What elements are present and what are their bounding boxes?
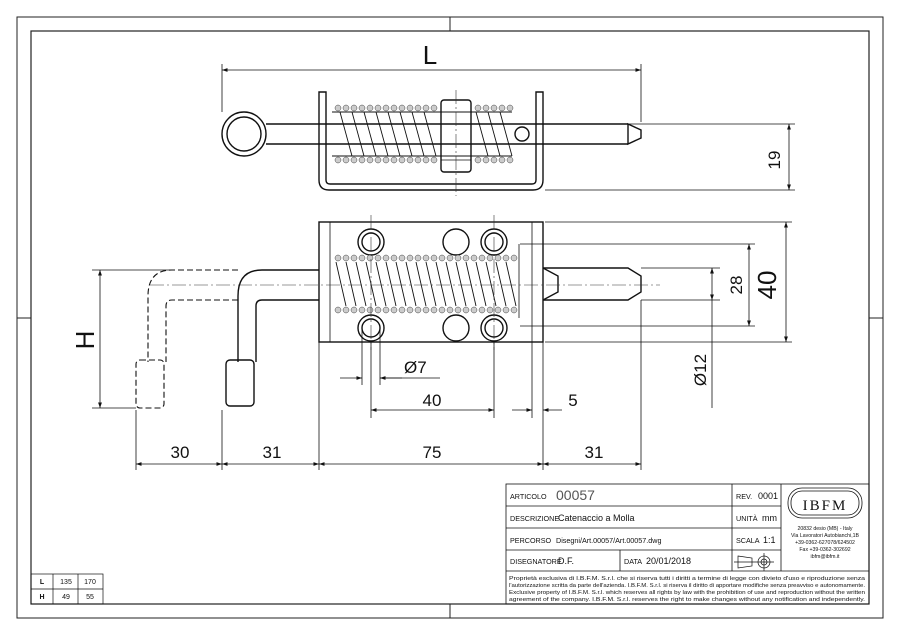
spring-front	[335, 261, 517, 307]
unita-value: mm	[762, 513, 777, 523]
spring-front-coils	[334, 254, 518, 314]
top-view	[221, 91, 642, 191]
dim-40v-label: 40	[752, 271, 782, 300]
articolo-label: ARTICOLO	[510, 492, 547, 501]
dim-L-label: L	[423, 40, 437, 70]
company-logo-text: IBFM	[803, 498, 848, 514]
size-row-H-name: H	[39, 594, 44, 601]
size-row-H-v1: 49	[62, 594, 70, 601]
center-lines	[150, 90, 660, 350]
dim-31a-label: 31	[263, 443, 282, 462]
company-line-5: ibfm@ibfm.it	[811, 554, 840, 560]
spring-top	[332, 111, 513, 157]
disegnatore-value: D.F.	[558, 556, 574, 566]
disegnatore-label: DISEGNATORE	[510, 557, 562, 566]
data-value: 20/01/2018	[646, 556, 691, 566]
dimension-H	[92, 269, 172, 409]
company-line-4: Fax +39-0362-302692	[799, 547, 850, 553]
company-line-1: 20832 desio (MB) - Italy	[797, 526, 852, 532]
scala-label: SCALA	[736, 536, 760, 545]
dim-H-label: H	[70, 331, 100, 350]
rev-value: 0001	[758, 491, 778, 501]
size-table	[30, 573, 104, 605]
articolo-value: 00057	[556, 487, 595, 503]
percorso-value: Disegni/Art.00057/Art.00057.dwg	[556, 536, 661, 545]
scala-value: 1:1	[763, 535, 776, 545]
data-label: DATA	[624, 557, 642, 566]
descrizione-value: Catenaccio a Molla	[558, 513, 635, 523]
percorso-label: PERCORSO	[510, 536, 552, 545]
notice-line-4: agreement of the company. I.B.F.M. S.r.l…	[509, 597, 865, 603]
dimension-19	[545, 123, 795, 191]
unita-label: UNITÀ	[736, 514, 758, 523]
dim-7-label: Ø7	[404, 358, 427, 377]
dimension-right	[520, 221, 792, 408]
size-row-L-v1: 135	[60, 579, 72, 586]
size-row-L-name: L	[40, 579, 45, 586]
dim-75-label: 75	[423, 443, 442, 462]
dim-5-label: 5	[568, 391, 577, 410]
dim-40h-label: 40	[423, 391, 442, 410]
title-block	[505, 483, 870, 605]
notice-line-2: l'autorizzazione scritta da parte dell'a…	[509, 583, 865, 589]
company-line-2: Via Lavoratori Autobianchi,1B	[791, 533, 860, 539]
dim-12-label: Ø12	[691, 354, 710, 386]
dimension-L	[221, 64, 642, 122]
dimension-7	[340, 328, 440, 385]
company-line-3: +39-0362-627078/624502	[795, 540, 855, 546]
dim-30-label: 30	[171, 443, 190, 462]
spring-top-coils	[334, 104, 514, 164]
dim-19-label: 19	[765, 151, 784, 170]
notice-line-3: Exclusive property of I.B.F.M. S.r.l. wh…	[509, 590, 865, 596]
projection-symbol-icon	[734, 553, 774, 571]
dim-28-label: 28	[727, 276, 746, 295]
drawing-frame	[16, 16, 884, 619]
dimension-bottom-chain	[135, 300, 642, 470]
notice-line-1: Proprietà esclusiva di I.B.F.M. S.r.l. c…	[509, 576, 865, 582]
alternate-handle	[135, 269, 238, 409]
descrizione-label: DESCRIZIONE	[510, 514, 559, 523]
size-row-H-v2: 55	[86, 594, 94, 601]
dim-31b-label: 31	[585, 443, 604, 462]
rev-label: REV.	[736, 492, 752, 501]
size-row-L-v2: 170	[84, 579, 96, 586]
dimension-40-5	[370, 342, 562, 418]
